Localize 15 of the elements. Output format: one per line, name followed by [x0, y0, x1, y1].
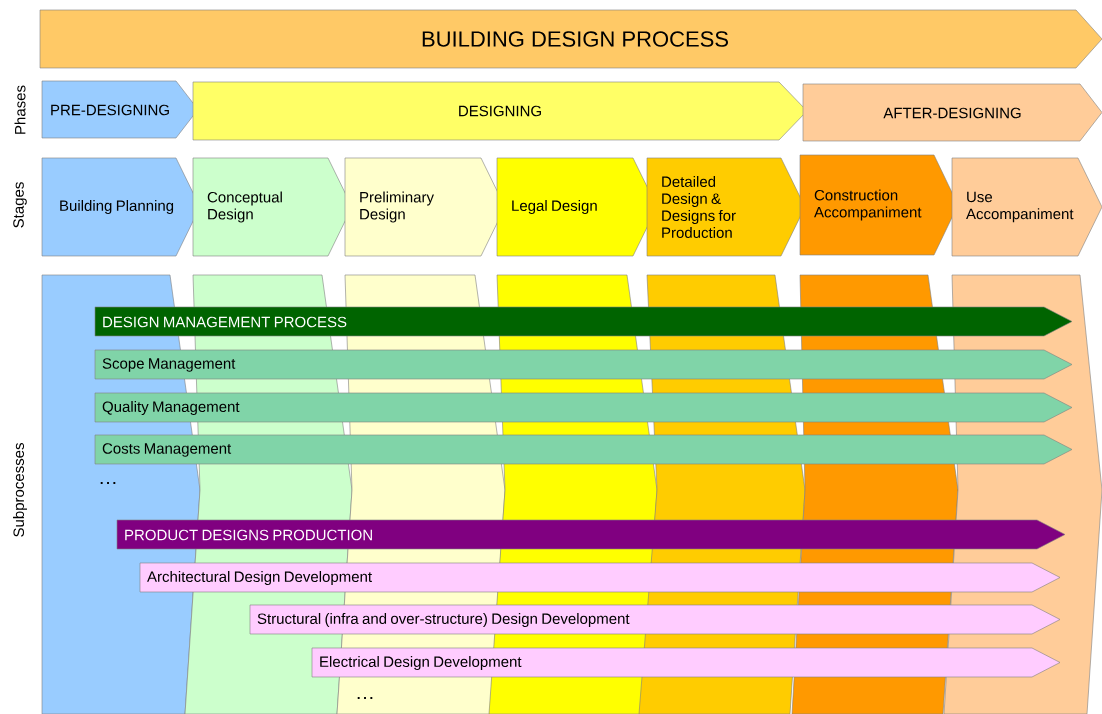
ellipsis: … — [357, 696, 373, 700]
stage-tile: Preliminary Design — [344, 157, 506, 257]
stage-tile: Use Accompaniment — [951, 157, 1102, 257]
row-label: Subprocesses — [13, 443, 27, 537]
stage-tile: Detailed Design & Designs for Production — [646, 157, 806, 257]
stage-tile: Legal Design — [496, 157, 658, 257]
phase-banner: PRE-DESIGNING — [41, 80, 199, 139]
phase-banner: AFTER-DESIGNING — [802, 83, 1102, 142]
phase-banner: DESIGNING — [192, 81, 808, 141]
row-label: Phases — [14, 85, 26, 134]
stage-tile: Building Planning — [41, 157, 201, 257]
ellipsis: … — [100, 481, 116, 485]
stage-tile: Construction Accompaniment — [799, 154, 959, 256]
row-label: Stages — [13, 182, 27, 228]
stage-tile: Conceptual Design — [192, 157, 353, 257]
